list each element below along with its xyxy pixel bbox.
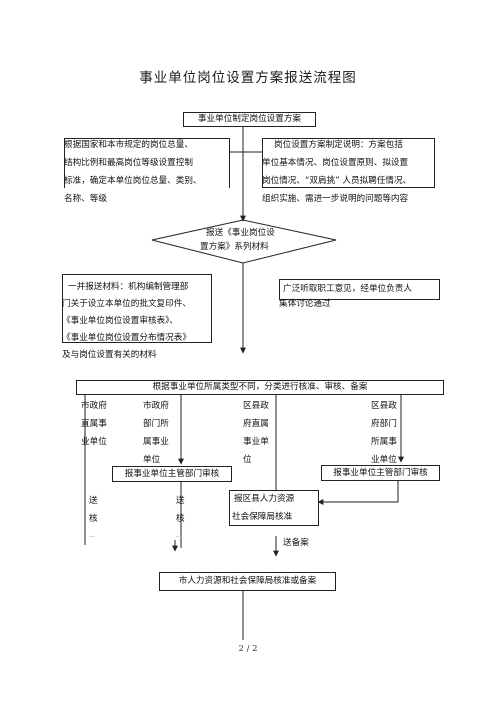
left-basis-line-4: 名称、等级 (64, 194, 107, 204)
type-city-dept-1: 市政府 (143, 401, 169, 411)
right-desc-line-1: 岗位设置方案制定说明：方案包括 (274, 140, 403, 150)
type-district-dept-1: 区县政 (371, 401, 397, 411)
type-district-direct-1: 区县政 (243, 401, 269, 411)
send-record-label: 送备案 (283, 538, 309, 548)
district-hr-line-2: 社会保障局核准 (232, 512, 293, 522)
send-1-char-2: 核 (89, 514, 98, 524)
type-city-dept-2: 部门所 (143, 419, 169, 429)
classify-box: 根据事业单位所属类型不同，分类进行核准、审核、备案 (76, 380, 444, 395)
type-district-dept-2: 府部门 (371, 419, 397, 429)
type-city-direct-2: 直属事 (81, 419, 107, 429)
send-2-char-3: ... (176, 532, 182, 539)
type-city-direct-3: 业单位 (81, 437, 107, 447)
right-desc-line-3: 岗位情况、“双肩挑” 人员拟聘任情况、 (262, 176, 412, 186)
type-district-direct-3: 事业单 (243, 437, 269, 447)
left-materials-line-1: 一并报送材料：机构编制管理部 (68, 282, 189, 292)
send-2-char-1: 送 (176, 496, 185, 506)
send-2-char-2: 核 (176, 514, 185, 524)
type-district-dept-3: 所属事 (371, 437, 397, 447)
top-box: 事业单位制定岗位设置方案 (183, 112, 316, 127)
type-district-direct-2: 府直属 (243, 419, 269, 429)
type-city-dept-4: 单位 (143, 455, 161, 465)
left-basis-line-1: 根据国家和本市规定的岗位总量、 (64, 140, 193, 150)
page-title: 事业单位岗位设置方案报送流程图 (139, 70, 357, 86)
left-materials-line-2: 门关于设立本单位的批文复印件、 (62, 299, 191, 309)
report-right-box: 报事业单位主管部门审核 (321, 465, 440, 481)
right-opinion-box (279, 279, 440, 300)
type-city-direct-1: 市政府 (81, 401, 107, 411)
left-materials-line-3: 《事业单位岗位设置审核表》、 (62, 316, 179, 326)
right-opinion-line-2: 集体讨论通过 (279, 299, 331, 309)
left-basis-line-3: 标准，确定本单位岗位总量、类别、 (64, 176, 202, 186)
type-district-dept-4: 业单位 (371, 455, 397, 465)
right-opinion-line-1: 广泛听取职工意见，经单位负责人 (283, 284, 412, 294)
page-number: 2 / 2 (238, 644, 258, 654)
left-basis-line-2: 结构比例和最高岗位等级设置控制 (64, 158, 193, 168)
city-hr-box: 市人力资源和社会保障局核准或备案 (159, 572, 336, 591)
report-left-box: 报事业单位主管部门审核 (112, 466, 232, 482)
diamond-line-1: 报送《事业岗位设 (206, 228, 275, 238)
type-city-dept-3: 属事业 (143, 437, 169, 447)
district-hr-box (229, 490, 319, 526)
right-desc-box (262, 138, 435, 188)
district-hr-line-1: 报区县人力资源 (234, 494, 295, 504)
arrow-right-to-district (317, 481, 399, 505)
send-1-char-3: ... (89, 532, 95, 539)
left-materials-box (62, 274, 212, 343)
left-basis-box (64, 138, 230, 188)
diamond-line-2: 置方案》系列材料 (200, 242, 269, 252)
type-district-direct-4: 位 (243, 455, 252, 465)
right-desc-line-2: 单位基本情况、岗位设置原则、拟设置 (262, 158, 409, 168)
left-materials-line-5: 及与岗位设置有关的材料 (62, 350, 157, 360)
right-desc-line-4: 组织实施、需进一步说明的问题等内容 (262, 194, 409, 204)
send-1-char-1: 送 (89, 496, 98, 506)
left-materials-line-4: 《事业单位岗位设置分布情况表》 (62, 333, 191, 343)
